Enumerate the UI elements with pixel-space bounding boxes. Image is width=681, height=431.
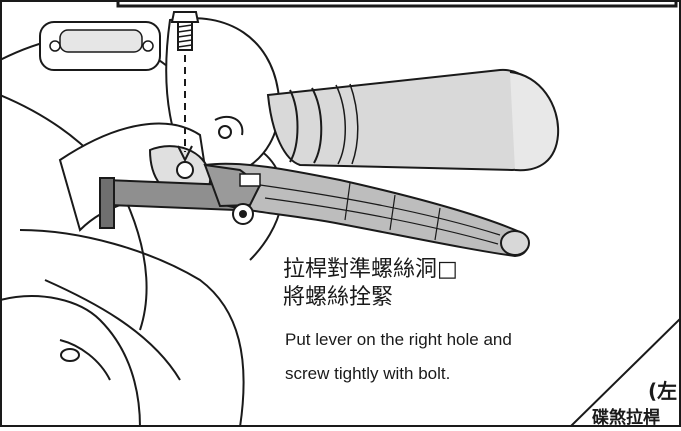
insertion-arrow: [177, 55, 193, 163]
master-cylinder-reservoir: [39, 21, 161, 71]
instruction-en-line2: screw tightly with bolt.: [285, 364, 451, 383]
bolt: [170, 11, 200, 51]
pivot-hole: [176, 161, 194, 179]
corner-diagonal: [569, 317, 681, 428]
inset-frame-top: [116, 0, 678, 8]
throttle-grip: [266, 68, 560, 172]
lever-perch: [58, 122, 212, 232]
instruction-en-line1: Put lever on the right hole and: [285, 330, 512, 349]
lever-tip: [500, 230, 530, 256]
corner-label-text: 碟煞拉桿: [592, 408, 660, 428]
corner-paren-text: (左: [648, 379, 678, 403]
instruction-zh-line2: 將螺絲拴緊: [283, 285, 394, 310]
brake-lever: [203, 162, 530, 258]
instruction-zh-line1: 拉桿對準螺絲洞□: [283, 257, 458, 282]
